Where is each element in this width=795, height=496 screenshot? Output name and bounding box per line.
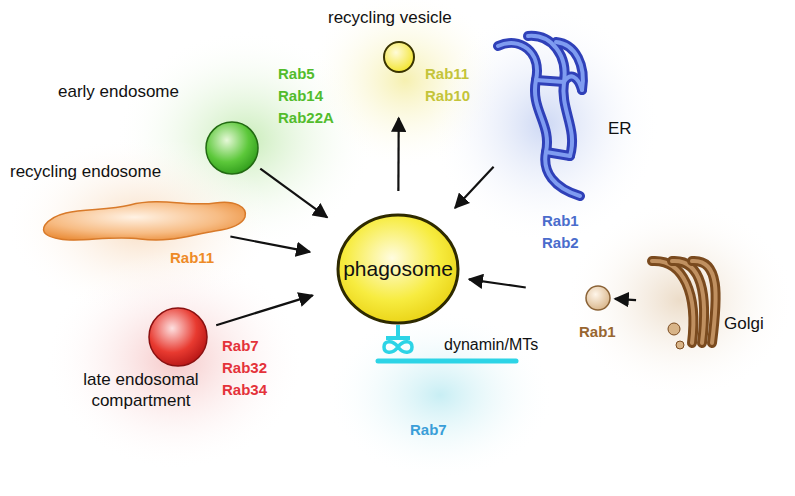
glow	[325, 310, 555, 480]
compartment-node: recycling endosomeRab11	[40, 195, 250, 245]
arrow-connector	[455, 167, 494, 208]
arrow-connector	[260, 169, 327, 218]
rab-label: Rab5 Rab14 Rab22A	[278, 63, 334, 128]
compartment-shape	[40, 195, 250, 245]
compartment-label: late endosomal compartment	[46, 369, 236, 412]
compartment-shape	[640, 255, 722, 350]
compartment-node: Golgi	[640, 255, 722, 350]
compartment-node: ERRab1 Rab2	[490, 32, 590, 202]
compartment-node: recycling vesicleRab11 Rab10	[383, 41, 415, 73]
compartment-shape	[490, 32, 590, 202]
compartment-label: dynamin/MTs	[444, 335, 538, 355]
compartment-shape	[205, 121, 259, 175]
compartment-node: early endosomeRab5 Rab14 Rab22A	[205, 121, 259, 175]
arrow-connector	[397, 118, 400, 191]
compartment-node: dynamin/MTsRab7	[378, 325, 518, 365]
compartment-node: phagosome	[336, 213, 460, 325]
compartment-label: phagosome	[343, 256, 453, 282]
rab-label: Rab7	[410, 419, 447, 441]
compartment-shape	[585, 285, 611, 311]
compartment-shape	[383, 41, 415, 73]
rab-label: Rab1 Rab2	[542, 210, 579, 254]
compartment-shape	[148, 307, 208, 367]
arrow-connector	[615, 299, 636, 300]
rab-label: Rab11	[170, 247, 214, 269]
rab-label: Rab1	[579, 321, 616, 343]
compartment-node: late endosomal compartmentRab7 Rab32 Rab…	[148, 307, 208, 367]
glow	[430, 5, 660, 245]
compartment-label: Golgi	[724, 313, 764, 334]
rab-label: Rab7 Rab32 Rab34	[222, 335, 267, 400]
arrow-connector	[216, 295, 312, 325]
compartment-label: recycling vesicle	[328, 7, 452, 28]
arrow-connector	[230, 237, 310, 252]
glow	[45, 250, 305, 470]
compartment-node: Rab1	[585, 285, 611, 311]
compartment-label: early endosome	[58, 81, 179, 102]
rab-label: Rab11 Rab10	[425, 63, 470, 107]
compartment-label: recycling endosome	[10, 161, 161, 182]
arrow-connector	[469, 279, 526, 287]
glow	[565, 200, 795, 400]
compartment-label: ER	[608, 118, 632, 139]
